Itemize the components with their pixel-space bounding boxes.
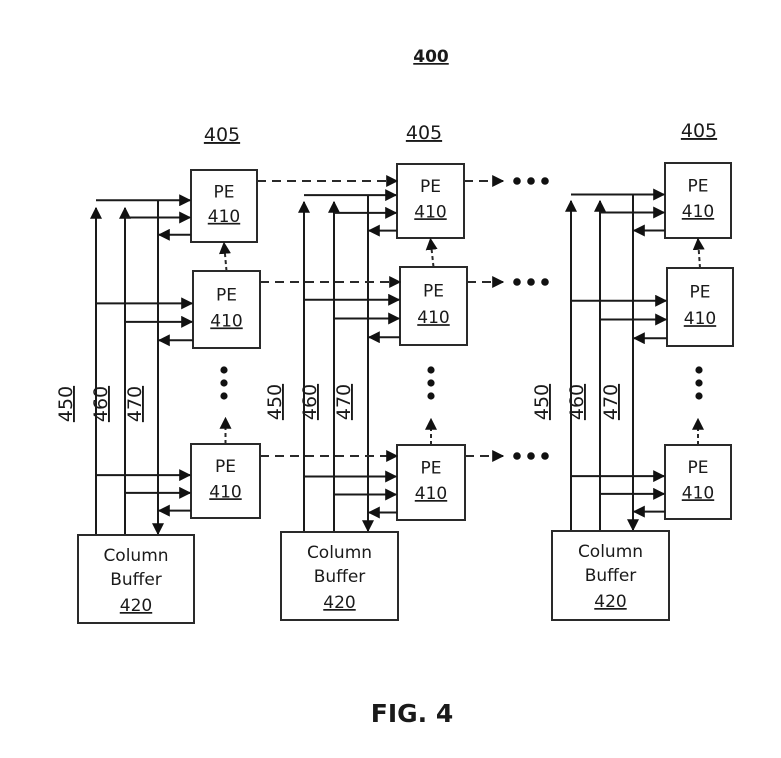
pe-box	[396, 444, 466, 521]
pe-box	[664, 444, 732, 520]
pe-box	[396, 163, 465, 239]
bus-label-460: 460	[90, 386, 112, 422]
pe-up-dashed-arrow	[692, 237, 705, 269]
bus-label-450: 450	[531, 384, 553, 420]
column-buffer-box	[77, 534, 195, 624]
vertical-ellipsis-dot	[695, 366, 703, 374]
pe-ref: 410	[415, 484, 447, 504]
column-buffer-label-line2: Buffer	[585, 566, 637, 586]
pe-block: PE 410	[571, 267, 734, 347]
pe-block: PE 410	[571, 162, 732, 239]
pe-up-dashed-arrow	[218, 241, 231, 272]
vertical-ellipsis-dot	[695, 392, 703, 400]
pe-block: PE 410	[304, 163, 465, 239]
horizontal-ellipsis-dot	[541, 452, 549, 460]
horizontal-ellipsis-dot	[527, 177, 535, 185]
pe-label: PE	[421, 459, 442, 479]
pe-label: PE	[688, 458, 709, 478]
column-buffer-label-line1: Column	[103, 546, 168, 566]
bus-label-470: 470	[600, 384, 622, 420]
pe-label: PE	[214, 182, 235, 202]
bus-label-450: 450	[55, 386, 77, 422]
pe-ref: 410	[210, 311, 242, 331]
bus-label-470: 470	[333, 384, 355, 420]
pe-block: PE 410	[96, 270, 261, 349]
pe-block: PE 410	[304, 266, 468, 346]
pe-label: PE	[690, 283, 711, 303]
horizontal-ellipsis-dot	[527, 278, 535, 286]
pe-ref: 410	[417, 308, 449, 328]
horizontal-ellipsis-dot	[541, 278, 549, 286]
figure-caption: FIG. 4	[371, 699, 454, 728]
pe-ref: 410	[684, 309, 716, 329]
pe-block: PE 410	[96, 169, 258, 243]
column-buffer-ref: 420	[323, 593, 355, 613]
pe-label: PE	[688, 177, 709, 197]
column-group-ref: 405	[406, 122, 442, 144]
horizontal-ellipsis-dot	[541, 177, 549, 185]
bus-label-460: 460	[299, 384, 321, 420]
pe-box	[190, 169, 258, 243]
column-buffer-label-line2: Buffer	[110, 570, 162, 590]
bus-label-460: 460	[566, 384, 588, 420]
bus-label-450: 450	[264, 384, 286, 420]
pe-box	[399, 266, 468, 346]
pe-ref: 410	[209, 482, 241, 502]
horizontal-ellipsis-dot	[513, 177, 521, 185]
pe-ref: 410	[414, 202, 446, 222]
column-buffer-label-line1: Column	[307, 543, 372, 563]
vertical-ellipsis-dot	[427, 379, 435, 387]
column-buffer-label-line1: Column	[578, 542, 643, 562]
vertical-ellipsis-dot	[220, 379, 228, 387]
vertical-ellipsis-dot	[427, 366, 435, 374]
pe-label: PE	[420, 177, 441, 197]
pe-block: PE 410	[304, 444, 466, 521]
pe-box	[190, 443, 261, 519]
pe-block: PE 410	[96, 443, 261, 519]
column-buffer-label-line2: Buffer	[314, 567, 366, 587]
pe-box	[664, 162, 732, 239]
vertical-ellipsis-dot	[220, 366, 228, 374]
column-group-ref: 405	[204, 124, 240, 146]
pe-ref: 410	[208, 207, 240, 227]
vertical-ellipsis-dot	[427, 392, 435, 400]
pe-ref: 410	[682, 202, 714, 222]
pe-label: PE	[216, 285, 237, 305]
pe-box	[192, 270, 261, 349]
column-buffer-box	[280, 531, 399, 621]
bus-label-470: 470	[124, 386, 146, 422]
pe-up-dashed-arrow	[425, 237, 438, 268]
pe-block: PE 410	[571, 444, 732, 520]
column-group-ref: 405	[681, 120, 717, 142]
column-buffer-ref: 420	[120, 596, 152, 616]
vertical-ellipsis-dot	[695, 379, 703, 387]
horizontal-ellipsis-dot	[513, 278, 521, 286]
horizontal-ellipsis-dot	[527, 452, 535, 460]
vertical-ellipsis-dot	[220, 392, 228, 400]
pe-box	[666, 267, 734, 347]
column-buffer-box	[551, 530, 670, 621]
horizontal-ellipsis-dot	[513, 452, 521, 460]
figure-ref-number: 400	[413, 47, 449, 67]
pe-label: PE	[215, 457, 236, 477]
pe-label: PE	[423, 282, 444, 302]
column-buffer-ref: 420	[594, 592, 626, 612]
pe-ref: 410	[682, 483, 714, 503]
